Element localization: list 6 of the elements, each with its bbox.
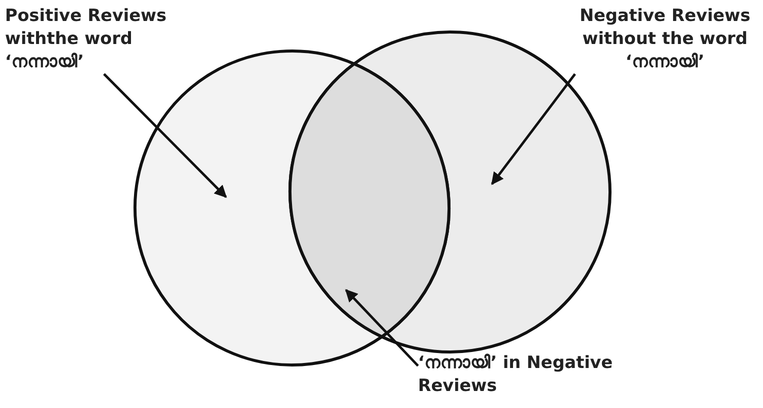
- leader-arrow: [103, 73, 227, 198]
- venn-label: ‘നന്നായി’ in Negative Reviews: [418, 352, 668, 398]
- leader-arrow: [345, 289, 419, 367]
- venn-label: Positive Reviews withthe word ‘നന്നായി’: [5, 5, 185, 74]
- venn-label: Negative Reviews without the word ‘നന്നായി’: [575, 5, 755, 74]
- overlap-region: [288, 62, 450, 338]
